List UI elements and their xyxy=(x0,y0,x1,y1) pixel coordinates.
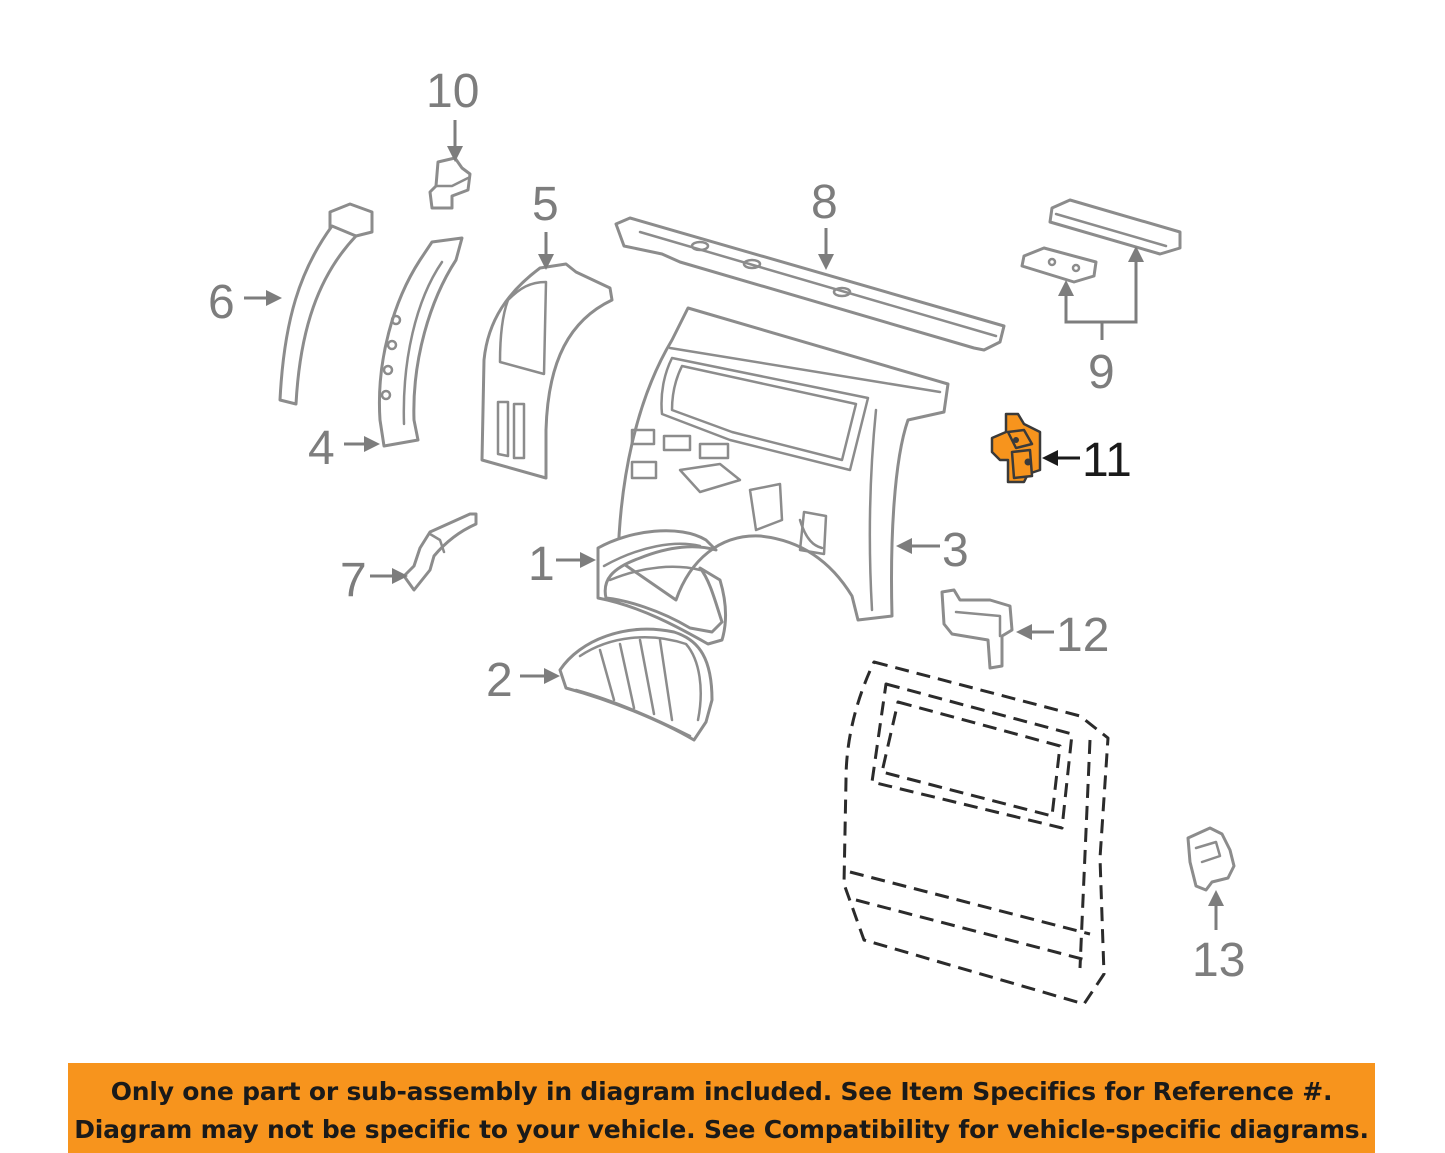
callout-4: 4 xyxy=(308,422,335,475)
part-4-pillar xyxy=(377,236,464,448)
callout-9: 9 xyxy=(1088,346,1115,399)
part-6-arch-rail xyxy=(278,202,374,406)
part-1-wheelhouse xyxy=(596,529,728,646)
part-9-brackets xyxy=(1020,198,1182,284)
callout-12: 12 xyxy=(1056,609,1109,662)
door-outline-dashed xyxy=(842,660,1110,1006)
part-12-bracket xyxy=(940,588,1014,670)
callout-10: 10 xyxy=(426,65,479,118)
parts-diagram: 10 6 5 8 9 4 7 1 2 3 11 12 13 xyxy=(208,65,1245,1006)
callout-6: 6 xyxy=(208,276,235,329)
callout-2: 2 xyxy=(486,654,513,707)
callout-5: 5 xyxy=(532,178,559,231)
callout-arrows xyxy=(244,120,1224,930)
part-11-bracket-highlighted xyxy=(990,412,1042,484)
disclaimer-line-1: Only one part or sub-assembly in diagram… xyxy=(110,1077,1333,1106)
part-2-wheelhouse-inner xyxy=(558,627,714,742)
callout-13: 13 xyxy=(1192,934,1245,987)
callout-1: 1 xyxy=(528,538,555,591)
callout-11: 11 xyxy=(1082,434,1132,487)
disclaimer-line-2: Diagram may not be specific to your vehi… xyxy=(74,1115,1369,1144)
part-5-inner-panel xyxy=(480,262,614,480)
callout-3: 3 xyxy=(942,524,969,577)
part-7-bracket xyxy=(402,512,478,592)
callout-7: 7 xyxy=(340,554,367,607)
callout-8: 8 xyxy=(811,176,838,229)
disclaimer-banner: Only one part or sub-assembly in diagram… xyxy=(68,1063,1375,1153)
part-13-bracket xyxy=(1186,826,1236,892)
callout-numbers: 10 6 5 8 9 4 7 1 2 3 11 12 13 xyxy=(208,65,1245,987)
part-10-clip xyxy=(428,156,472,210)
part-8-roof-rail xyxy=(614,216,1006,352)
part-3-quarter-panel xyxy=(616,306,950,622)
